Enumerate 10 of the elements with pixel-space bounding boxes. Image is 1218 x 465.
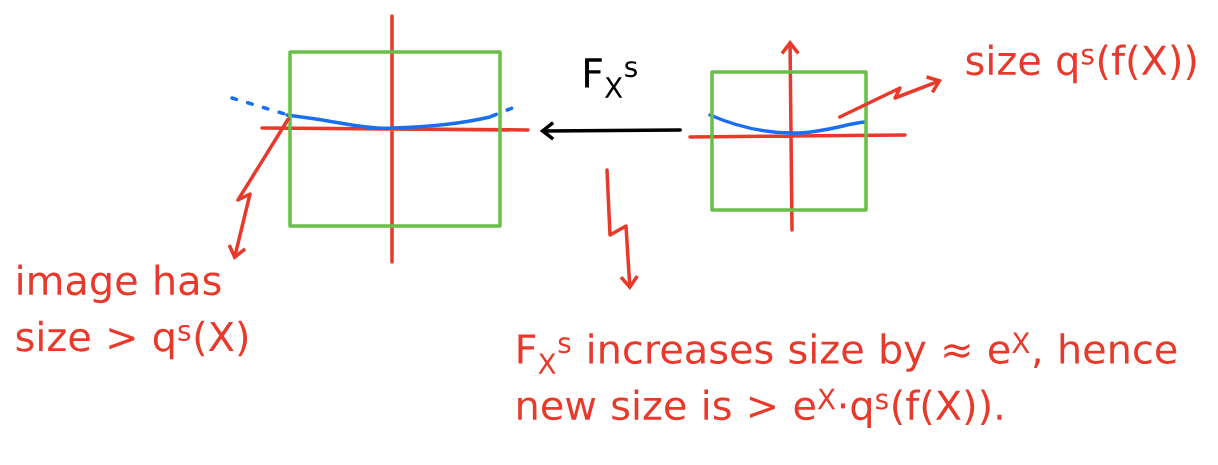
arrow — [838, 75, 942, 119]
note-text: F$_{X}$$^{s}$ increases size by ≈ e$^{X}$, hence new size is > e$^{X}$·q$^{s}$(f(X)). — [518, 332, 1177, 428]
arrow — [227, 117, 290, 260]
plot-frame — [710, 70, 868, 212]
plot-frame — [288, 50, 502, 228]
arrow — [539, 121, 682, 141]
edge-label: F$_{X}$s — [585, 58, 637, 98]
note-text: size q$^{s}$(f(X)) — [966, 44, 1196, 84]
note-text: image has size > q$^{s}$(X) — [16, 264, 248, 360]
arrow — [605, 168, 639, 290]
